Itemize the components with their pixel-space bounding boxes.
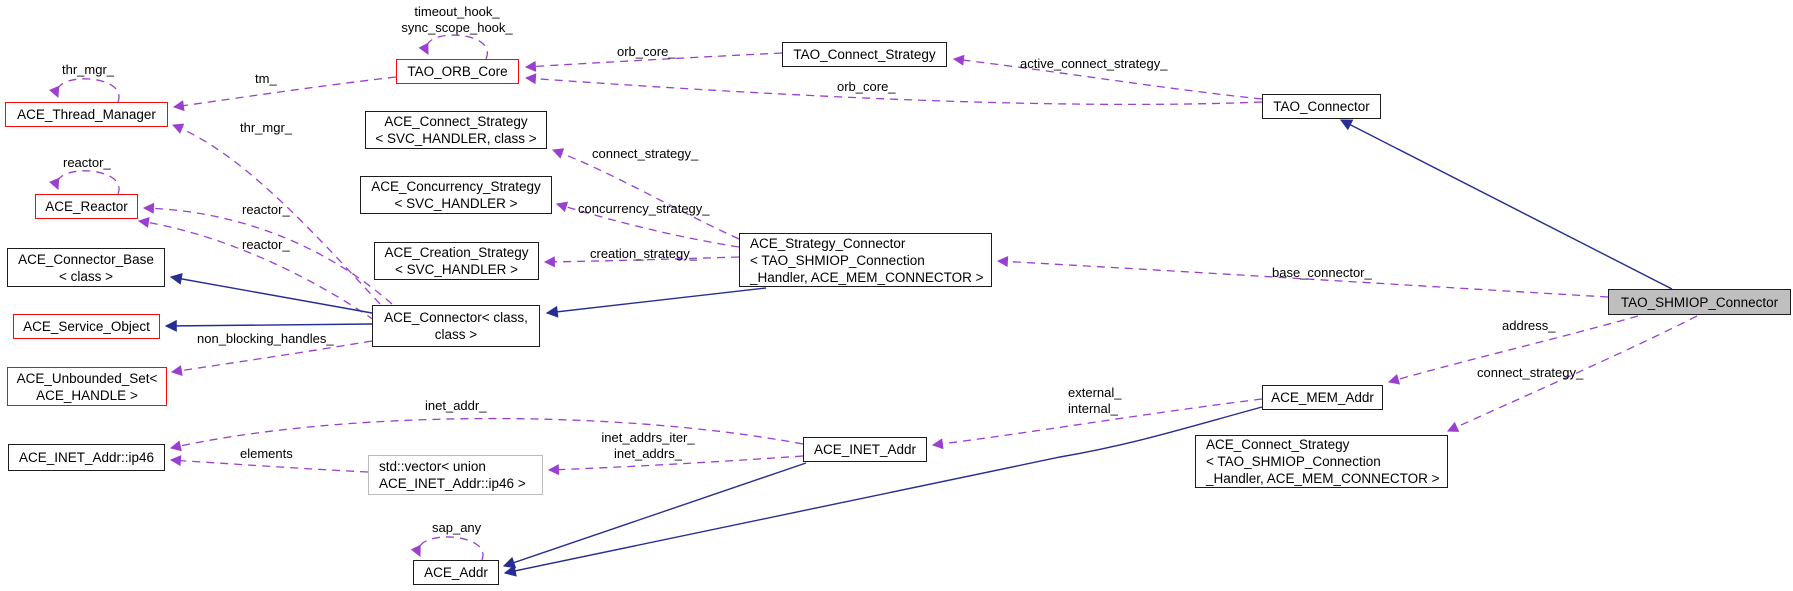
edge-label-external-internal: external_ internal_ [1068, 385, 1122, 416]
edge-label-non-blocking-handles: non_blocking_handles_ [197, 331, 334, 346]
edge-reactor-self-loop [49, 170, 120, 195]
node-ace-service-object[interactable]: ACE_Service_Object [13, 314, 160, 339]
edge-label-reactor-loop: reactor_ [63, 155, 111, 170]
node-ace-mem-addr[interactable]: ACE_MEM_Addr [1262, 385, 1383, 410]
edge-label-inet-addr: inet_addr_ [425, 398, 487, 413]
edge-external-internal [931, 398, 1263, 450]
node-ace-connector-template[interactable]: ACE_Connector< class, class > [372, 305, 540, 347]
edge-label-sap-any: sap_any [432, 520, 482, 535]
node-ace-creation-strategy[interactable]: ACE_Creation_Strategy < SVC_HANDLER > [374, 242, 539, 280]
node-ace-unbounded-set[interactable]: ACE_Unbounded_Set< ACE_HANDLE > [7, 367, 167, 406]
edge-label-thr-mgr-2: thr_mgr_ [240, 120, 293, 135]
edge-label-orb-core-2: orb_core_ [837, 79, 896, 94]
edge-connect-strategy-to-orb-core [524, 52, 783, 72]
edge-non-blocking-handles [170, 340, 373, 376]
edge-label-elements: elements [240, 446, 293, 461]
node-ace-reactor[interactable]: ACE_Reactor [35, 194, 138, 219]
edge-reactor-upper [142, 202, 393, 305]
edge-label-base-connector: base_connector_ [1272, 265, 1372, 280]
edge-label-active-connect-strategy: active_connect_strategy_ [1020, 56, 1168, 71]
edge-label-tm: tm_ [255, 71, 277, 86]
edge-label-inet-addrs-iter: inet_addrs_iter_ inet_addrs_ [601, 430, 695, 461]
edge-thr-mgr-self-loop [49, 78, 120, 103]
edge-inherit-service-object [164, 319, 373, 332]
edge-connector-to-orb-core [524, 73, 1263, 106]
edge-elements [169, 455, 369, 473]
edge-inet-addr [169, 417, 804, 452]
edge-inherit-tao-connector [1339, 119, 1673, 290]
node-ace-connect-strategy-svc-handler[interactable]: ACE_Connect_Strategy < SVC_HANDLER, clas… [365, 111, 547, 149]
node-ace-addr[interactable]: ACE_Addr [413, 560, 499, 585]
node-ace-concurrency-strategy[interactable]: ACE_Concurrency_Strategy < SVC_HANDLER > [360, 176, 552, 214]
edge-label-connect-strategy-2: connect_strategy_ [1477, 365, 1584, 380]
edge-connect-strategy-shmiop [1447, 315, 1698, 432]
edge-label-thr-mgr-loop: thr_mgr_ [62, 62, 115, 77]
edge-label-connect-strategy-1: connect_strategy_ [592, 146, 699, 161]
edge-sap-any-self-loop [410, 536, 484, 561]
node-ace-connector-base[interactable]: ACE_Connector_Base < class > [7, 248, 165, 287]
edge-label-orb-core-1: orb_core_ [617, 44, 676, 59]
node-tao-connect-strategy[interactable]: TAO_Connect_Strategy [782, 42, 947, 67]
edge-reactor-lower [137, 217, 375, 321]
edge-tm [172, 76, 397, 112]
edge-label-reactor-2: reactor_ [242, 202, 290, 217]
node-ace-connect-strategy-shmiop[interactable]: ACE_Connect_Strategy < TAO_SHMIOP_Connec… [1195, 435, 1448, 488]
node-ace-strategy-connector[interactable]: ACE_Strategy_Connector < TAO_SHMIOP_Conn… [739, 233, 992, 287]
edge-label-timeout-sync-hooks: timeout_hook_ sync_scope_hook_ [401, 4, 513, 35]
node-tao-connector[interactable]: TAO_Connector [1262, 94, 1381, 119]
edge-label-creation-strategy: creation_strategy_ [590, 246, 697, 261]
edge-inherit-ace-connector [545, 287, 767, 318]
node-ace-inet-addr-ip46[interactable]: ACE_INET_Addr::ip46 [8, 444, 165, 471]
edge-inherit-addr-from-inet-addr [502, 462, 807, 569]
edge-address [1387, 315, 1639, 385]
edge-connect-strategy-svc [551, 148, 740, 240]
node-ace-inet-addr[interactable]: ACE_INET_Addr [803, 437, 927, 462]
node-tao-orb-core[interactable]: TAO_ORB_Core [396, 59, 519, 84]
node-ace-thread-manager[interactable]: ACE_Thread_Manager [5, 102, 168, 127]
node-tao-shmiop-connector[interactable]: TAO_SHMIOP_Connector [1608, 289, 1791, 315]
edge-timeout-hook-self-loop [418, 34, 488, 60]
edge-inet-addrs [547, 455, 804, 476]
edge-active-connect-strategy [952, 54, 1263, 100]
edge-creation-strategy [543, 256, 740, 268]
edge-label-reactor-3: reactor_ [242, 237, 290, 252]
edge-inherit-addr-from-mem-addr [503, 406, 1263, 577]
edge-label-concurrency-strategy: concurrency_strategy_ [578, 201, 710, 216]
edge-label-address: address_ [1502, 318, 1556, 333]
edge-inherit-connector-base [169, 272, 373, 314]
node-std-vector-ip46[interactable]: std::vector< union ACE_INET_Addr::ip46 > [368, 455, 543, 495]
